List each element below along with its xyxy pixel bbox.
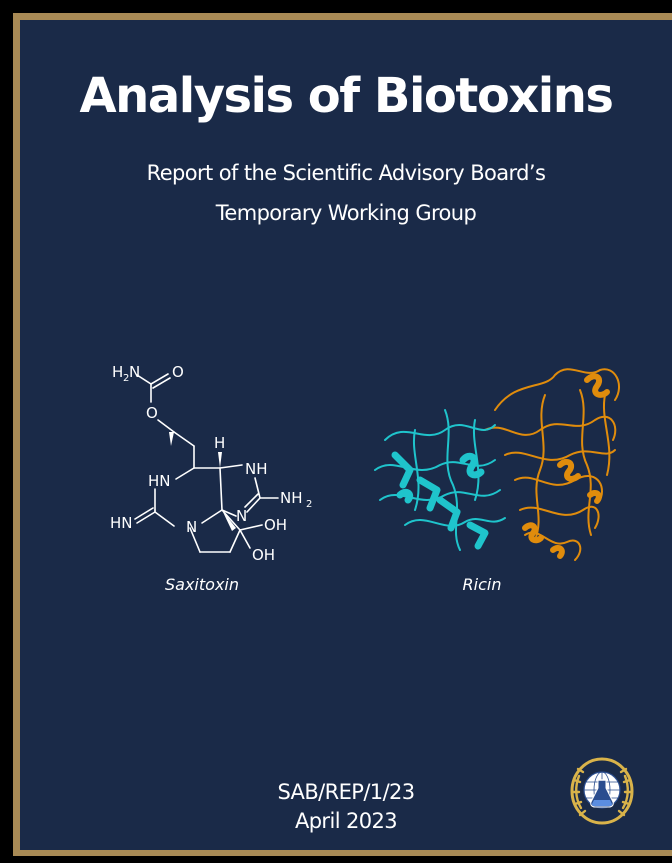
report-date: April 2023 [294, 809, 398, 833]
label-h2n-sub: 2 [123, 373, 129, 384]
label-h2n-n: N [129, 363, 140, 381]
ricin-protein-icon [374, 368, 620, 561]
label-nh2: NH [280, 489, 303, 507]
caption-saxitoxin: Saxitoxin [165, 575, 239, 594]
label-n-bridge: N [236, 507, 247, 525]
label-o-carbonyl: O [172, 363, 184, 381]
subtitle-line-1: Report of the Scientific Advisory Board’… [146, 161, 546, 185]
label-hn-imine: HN [110, 514, 133, 532]
report-code: SAB/REP/1/23 [277, 780, 415, 804]
label-nh2-sub: 2 [306, 499, 312, 510]
label-hn-ring: HN [148, 472, 171, 490]
label-oh-2: OH [252, 546, 275, 564]
caption-ricin: Ricin [462, 575, 502, 594]
opcw-seal-icon [570, 757, 634, 825]
report-identifier: SAB/REP/1/23 April 2023 [20, 778, 672, 836]
label-nh-ring: NH [245, 460, 268, 478]
label-h: H [214, 434, 225, 452]
label-h2n: H [112, 363, 123, 381]
label-o-ester: O [146, 404, 158, 422]
report-cover: Analysis of Biotoxins Report of the Scie… [20, 20, 672, 850]
report-subtitle: Report of the Scientific Advisory Board’… [20, 153, 672, 233]
subtitle-line-2: Temporary Working Group [215, 201, 477, 225]
saxitoxin-structure-icon: H 2 N O O H NH HN NH 2 HN N N OH OH [110, 363, 312, 564]
label-n-ring: N [186, 518, 197, 536]
label-oh-1: OH [264, 516, 287, 534]
report-title: Analysis of Biotoxins [79, 68, 614, 124]
